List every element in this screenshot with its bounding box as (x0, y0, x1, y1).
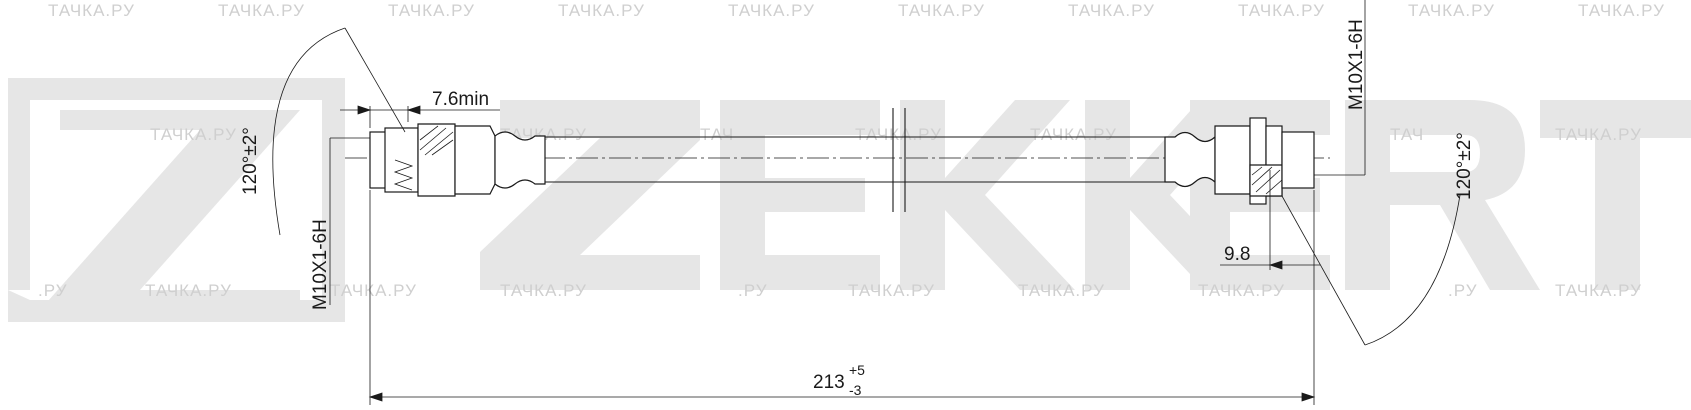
right-fitting (1164, 117, 1315, 205)
watermark-text: .РУ (38, 281, 68, 300)
watermark-text: ТАЧКА.РУ (855, 125, 942, 144)
watermark-text: ТАЧКА.РУ (218, 1, 305, 20)
total-tol-upper-label: +5 (849, 362, 865, 378)
left-thread-label: M10X1-6H (310, 219, 331, 310)
watermark-text: ТАЧКА.РУ (388, 1, 475, 20)
watermark-text: ТАЧКА.РУ (330, 281, 417, 300)
thread-zigzag (393, 159, 414, 191)
watermark-text: ТАЧКА.РУ (558, 1, 645, 20)
brand-logo (8, 78, 1691, 322)
total-tol-lower-label: -3 (849, 382, 862, 398)
watermark-text: ТАЧКА.РУ (1068, 1, 1155, 20)
watermark-text: ТАЧКА.РУ (1238, 1, 1325, 20)
watermark-text: ТАЧКА.РУ (898, 1, 985, 20)
watermark-text: ТАЧКА.РУ (500, 281, 587, 300)
right-length-label: 9.8 (1224, 244, 1250, 265)
watermark-text: ТАЧКА.РУ (1198, 281, 1285, 300)
watermark-text: ТАЧКА.РУ (1018, 281, 1105, 300)
hose-body (545, 108, 1165, 212)
watermark-text: .РУ (738, 281, 768, 300)
watermarks: ТАЧКА.РУ ТАЧКА.РУ ТАЧКА.РУ ТАЧКА.РУ ТАЧК… (38, 1, 1665, 300)
watermark-text: ТАЧКА.РУ (848, 281, 935, 300)
watermark-text: ТАЧ (1390, 125, 1424, 144)
dimension-lines (272, 0, 1461, 405)
watermark-text: ТАЧКА.РУ (48, 1, 135, 20)
total-length-label: 213 (813, 372, 845, 393)
watermark-text: ТАЧКА.РУ (1555, 281, 1642, 300)
left-min-length-label: 7.6min (432, 89, 489, 110)
watermark-text: ТАЧКА.РУ (1408, 1, 1495, 20)
watermark-text: ТАЧКА.РУ (1030, 125, 1117, 144)
right-thread-label: M10X1-6H (1346, 19, 1367, 110)
right-angle-label: 120°±2° (1454, 132, 1475, 200)
dimension-labels: 7.6min 9.8 213 +5 -3 M10X1-6H M10X1-6H 1… (240, 19, 1475, 398)
left-angle-label: 120°±2° (240, 127, 261, 195)
watermark-text: ТАЧКА.РУ (1578, 1, 1665, 20)
watermark-text: ТАЧКА.РУ (728, 1, 815, 20)
watermark-text: ТАЧКА.РУ (150, 125, 237, 144)
watermark-text: ТАЧКА.РУ (145, 281, 232, 300)
watermark-text: .РУ (1448, 281, 1478, 300)
watermark-text: ТАЧКА.РУ (1555, 125, 1642, 144)
watermark-text: ТАЧ (700, 125, 734, 144)
left-fitting (369, 123, 546, 197)
